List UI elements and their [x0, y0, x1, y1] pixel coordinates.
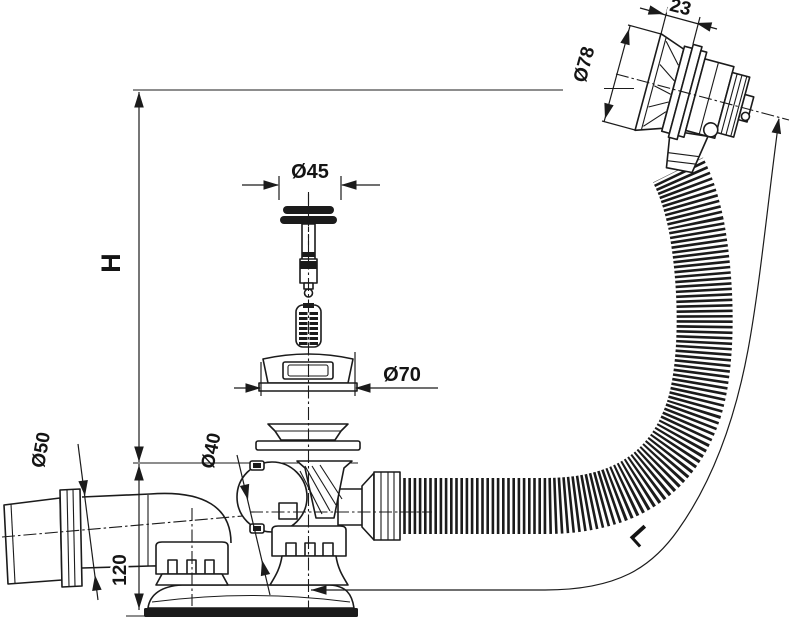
dim-o70-label: Ø70 — [383, 364, 421, 386]
dim-h-label: H — [96, 253, 126, 273]
drain-funnel — [296, 460, 353, 519]
dim-o45-label: Ø45 — [291, 161, 329, 183]
dim-o50-label: Ø50 — [28, 431, 55, 470]
dim-120-label: 120 — [110, 554, 131, 586]
dim-o40-label: Ø40 — [198, 431, 226, 471]
dim-23-label: 23 — [668, 0, 694, 20]
dim-overall-height: H — [96, 92, 144, 462]
centerlines — [1, 73, 790, 614]
hose-union-nut — [361, 471, 401, 541]
drain-tee-body — [236, 460, 365, 534]
outlet-pipe — [3, 488, 151, 588]
dim-waste-height: 120 — [108, 464, 144, 610]
union-nut-center — [269, 525, 349, 586]
mounting-base — [144, 584, 358, 617]
dim-plug-diameter: Ø45 — [242, 161, 380, 200]
dim-l-label: L — [624, 520, 657, 552]
overflow-head — [634, 32, 755, 174]
dim-flange-diameter: Ø70 — [234, 352, 438, 396]
corrugated-hose — [398, 157, 733, 534]
dim-o78-label: Ø78 — [570, 45, 600, 85]
dim-cap-depth: 23 — [639, 0, 718, 45]
